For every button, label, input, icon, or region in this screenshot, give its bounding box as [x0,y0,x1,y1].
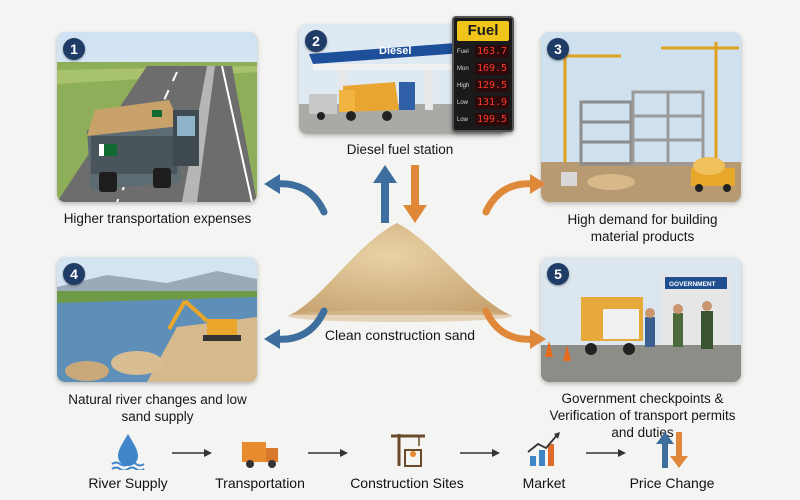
price-row: Fuel 163.7 [454,43,512,60]
panel-caption-fuel-station: Diesel fuel station [346,142,454,157]
price-row-value: 169.5 [475,62,509,75]
flow-label: Construction Sites [350,475,464,491]
checkpoint-illustration: GOVERNMENT [541,257,741,382]
price-row-label: Low [457,99,469,106]
flow-step-market: Market [494,430,594,491]
right-arrow-icon [172,449,212,457]
panel-transport: 1 [57,32,257,202]
flow-step-price-change: Price Change [622,430,722,491]
price-row: High 129.5 [454,77,512,94]
flow-label: Price Change [629,475,715,491]
panel-caption-checkpoint: Government checkpoints & Verification of… [549,391,736,440]
flow-label: Market [522,475,566,491]
panel-construction: 3 [541,32,741,202]
price-row-value: 163.7 [475,45,509,58]
right-arrow-icon [460,449,500,457]
curved-arrow-to-transport-icon [264,174,328,216]
fuel-price-board: Fuel Fuel 163.7 Mon 169.5 High 129.5 Low 131… [452,16,514,132]
price-row: Low 199.5 [454,111,512,128]
panel-river: 4 [57,257,257,382]
flow-step-transportation: Transportation [210,430,310,491]
checkpoint-sign-text: GOVERNMENT [669,281,716,288]
panel-caption-transport: Higher transportation expenses [63,211,252,226]
price-row-label: Low [457,116,469,123]
flow-step-river-supply: River Supply [78,430,178,491]
up-arrow-icon [373,165,397,223]
price-row-label: Fuel [457,48,469,55]
panel-caption-construction: High demand for building material produc… [567,212,718,244]
step-number-badge: 3 [547,38,569,60]
price-row-value: 131.9 [475,96,509,109]
curved-arrow-to-checkpoint-icon [482,307,546,349]
truck-icon [242,442,278,468]
curved-arrow-to-construction-icon [482,174,546,216]
highway-truck-illustration [57,32,257,202]
step-number-badge: 2 [305,30,327,52]
flow-label: Transportation [215,475,305,491]
center-caption: Clean construction sand [324,327,476,343]
river-excavator-illustration [57,257,257,382]
step-number-badge: 1 [63,38,85,60]
fuel-board-title: Fuel [457,21,509,41]
bar-chart-icon [527,432,560,466]
construction-site-illustration [541,32,741,202]
price-row: Mon 169.5 [454,60,512,77]
price-row-label: Mon [457,65,469,72]
panel-checkpoint: GOVERNMENT 5 [541,257,741,382]
flow-label: River Supply [88,475,168,491]
down-arrow-icon [403,165,427,223]
sand-pile-illustration [288,223,512,322]
panel-caption-river: Natural river changes and low sand suppl… [68,392,247,424]
crane-icon [391,434,425,467]
price-row-value: 129.5 [475,79,509,92]
right-arrow-icon [586,449,626,457]
up-down-arrows-icon [656,432,688,468]
curved-arrow-to-river-icon [264,307,328,349]
flow-step-construction-sites: Construction Sites [342,430,472,491]
step-number-badge: 5 [547,263,569,285]
station-sign-text: Diesel [379,45,411,57]
price-row: Low 131.9 [454,94,512,111]
right-arrow-icon [308,449,348,457]
price-row-value: 199.5 [475,113,509,126]
step-number-badge: 4 [63,263,85,285]
price-row-label: High [457,82,470,89]
water-drop-icon [111,434,145,472]
